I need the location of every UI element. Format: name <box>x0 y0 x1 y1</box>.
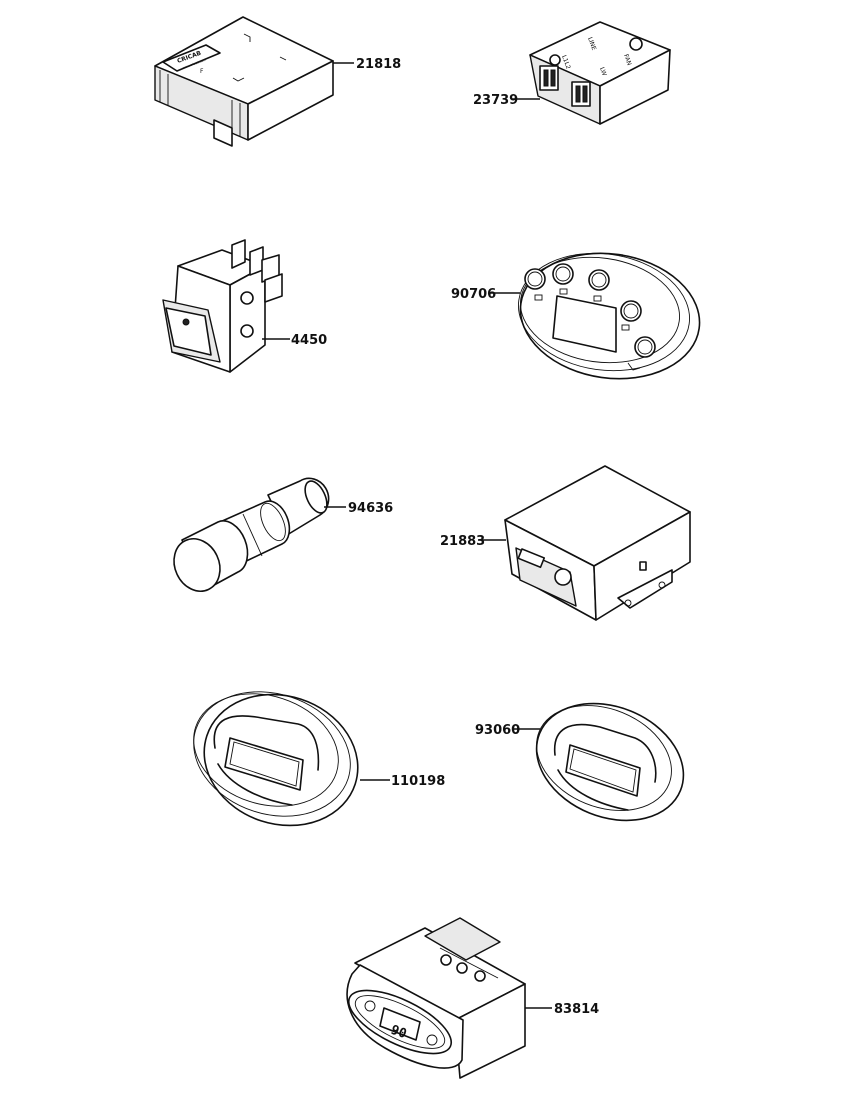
part-label-94636: 94636 <box>348 501 393 516</box>
terminal-label-lw: LW <box>598 66 608 77</box>
part-control-box[interactable]: 21883 <box>440 465 691 621</box>
terminal-label-line: LINE <box>586 36 597 51</box>
model-mark: F <box>200 68 204 75</box>
display-readout: 90 <box>389 1023 409 1043</box>
part-rocker-switch[interactable]: 4450 <box>162 239 327 373</box>
part-label-93060: 93060 <box>475 723 520 738</box>
part-terminal-block[interactable]: L1L2 LINE FAN LW 23739 <box>473 21 671 125</box>
part-control-panel-oval[interactable]: 90706 <box>451 242 708 390</box>
part-push-button[interactable]: 94636 <box>166 477 394 599</box>
part-thermostat-display[interactable]: 90 83814 <box>340 917 599 1079</box>
terminal-label-l1l2: L1L2 <box>560 54 572 70</box>
part-label-21883: 21883 <box>440 534 485 549</box>
part-relay-module[interactable]: CRICAB www.cricab.com F 21818 <box>154 16 401 147</box>
terminal-label-fan: FAN <box>622 53 633 66</box>
part-display-oval-large[interactable]: 110198 <box>177 672 445 845</box>
switch-terminals <box>231 239 283 303</box>
part-label-23739: 23739 <box>473 93 518 108</box>
part-label-21818: 21818 <box>356 57 401 72</box>
part-label-4450: 4450 <box>291 333 327 348</box>
logo-badge: CRICAB www.cricab.com <box>162 44 221 72</box>
part-label-110198: 110198 <box>391 774 445 789</box>
part-label-90706: 90706 <box>451 287 496 302</box>
part-display-oval-small[interactable]: 93060 <box>475 683 701 842</box>
part-label-83814: 83814 <box>554 1002 599 1017</box>
